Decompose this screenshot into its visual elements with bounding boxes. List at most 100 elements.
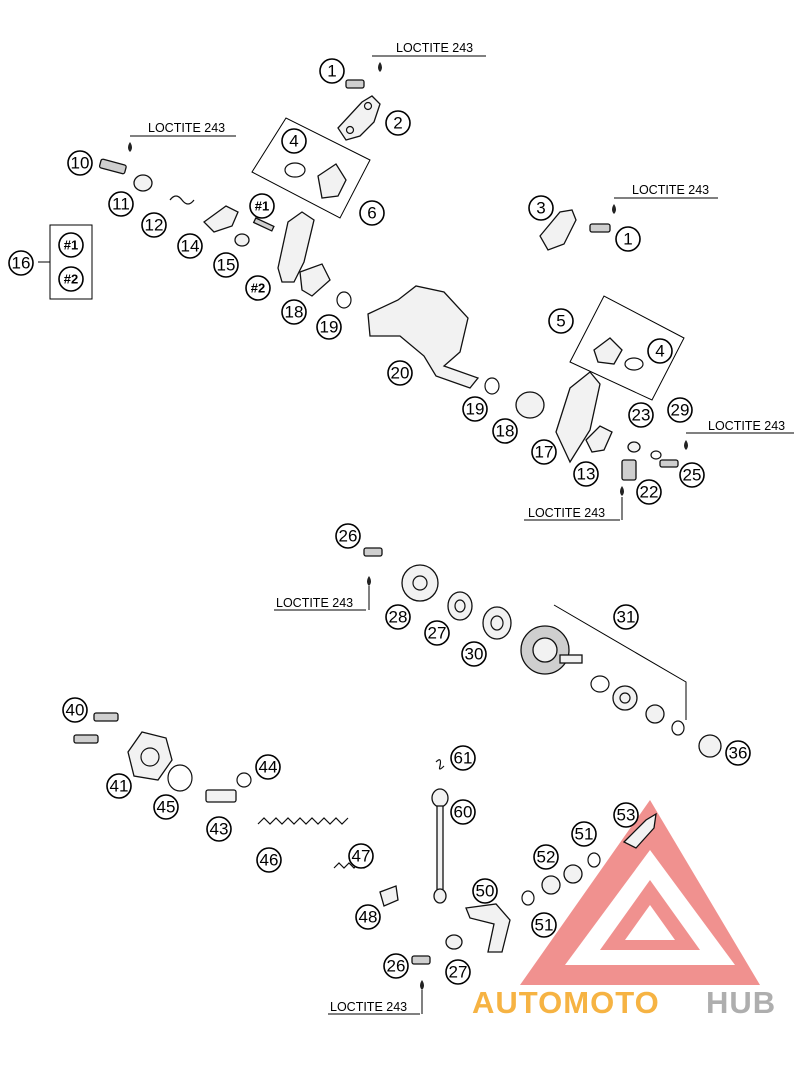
callout-28: 27 — [424, 620, 450, 646]
loctite-drop-icon — [612, 204, 616, 214]
svg-text:46: 46 — [260, 851, 279, 870]
shaft-part-31 — [559, 654, 583, 664]
callout-60: 60 — [450, 799, 476, 825]
svg-text:4: 4 — [655, 342, 664, 361]
rod-part-60 — [436, 805, 444, 891]
piston-part-5 — [593, 337, 623, 365]
pin-part-1-small — [252, 217, 275, 232]
loctite-label: LOCTITE 243 — [276, 596, 353, 610]
svg-text:3: 3 — [536, 199, 545, 218]
loctite-label: LOCTITE 243 — [330, 1000, 407, 1014]
callout-18: 18 — [281, 299, 307, 325]
o-ring-part-4-right — [624, 357, 644, 371]
callout-26: 27 — [445, 959, 471, 985]
callout-bubbles: 1 2 4 6 10 11 12 14 15 #1 #2 #1 #2 16 18… — [8, 58, 751, 985]
loctite-drop-icon — [128, 142, 132, 152]
svg-text:61: 61 — [454, 749, 473, 768]
watermark-automoto: AUTOMOTO — [472, 985, 660, 1020]
o-ring-part-19 — [336, 291, 352, 309]
callout-2: 2 — [385, 110, 411, 136]
svg-text:6: 6 — [367, 204, 376, 223]
svg-text:51: 51 — [575, 825, 594, 844]
callout-29: 29 — [667, 397, 693, 423]
piston-part-6 — [317, 163, 347, 199]
callout-43: 43 — [206, 816, 232, 842]
callout-10: 10 — [67, 150, 93, 176]
lever-part-2-small — [277, 211, 315, 283]
callout-12: 12 — [141, 212, 167, 238]
svg-text:28: 28 — [389, 608, 408, 627]
callout-25: 26 — [335, 523, 361, 549]
spring-part-12 — [169, 195, 195, 205]
svg-text:11: 11 — [112, 195, 130, 214]
o-ring-part-19-right — [484, 377, 500, 395]
svg-text:60: 60 — [454, 803, 473, 822]
callout-36: 36 — [725, 740, 751, 766]
callout-15: 15 — [213, 252, 239, 278]
callout-52: 52 — [533, 844, 559, 870]
svg-text:26: 26 — [387, 957, 406, 976]
loctite-drop-icon — [378, 62, 382, 72]
watermark-logo — [520, 800, 760, 985]
svg-text:30: 30 — [465, 645, 484, 664]
shaft-part-53 — [622, 812, 657, 849]
callout-44: 44 — [255, 754, 281, 780]
svg-text:29: 29 — [671, 401, 690, 420]
screw-part-1 — [345, 79, 365, 89]
loctite-drop-icon — [367, 576, 371, 586]
loctite-drop-icon — [420, 980, 424, 990]
screw-part-1-right — [589, 223, 611, 233]
callout-45: 45 — [153, 794, 179, 820]
callout-3: 3 — [528, 195, 554, 221]
washer-part-51-b — [587, 852, 601, 868]
bracket-31 — [553, 604, 687, 720]
callout-6: 6 — [359, 200, 385, 226]
svg-text:10: 10 — [71, 154, 90, 173]
callout-13: 13 — [573, 461, 599, 487]
svg-text:41: 41 — [110, 777, 129, 796]
screw-part-40-b — [73, 734, 99, 744]
loctite-label: LOCTITE 243 — [708, 419, 785, 433]
svg-text:19: 19 — [320, 318, 339, 337]
lever-part-17 — [555, 371, 601, 464]
svg-text:51: 51 — [535, 916, 554, 935]
svg-text:16: 16 — [12, 254, 31, 273]
loctite-label: LOCTITE 243 — [396, 41, 473, 55]
plate-part-13 — [585, 425, 613, 453]
clip-part-61 — [435, 759, 445, 770]
svg-text:14: 14 — [181, 237, 200, 256]
lever-part-50 — [465, 903, 511, 953]
callout-41: 41 — [106, 773, 132, 799]
svg-text:48: 48 — [359, 908, 378, 927]
callout-40: 40 — [62, 697, 88, 723]
callout-19-right: 19 — [462, 396, 488, 422]
rod-end-part-60 — [431, 788, 449, 808]
leader-lines — [130, 55, 794, 1015]
svg-text:40: 40 — [66, 701, 85, 720]
spring-part-46 — [257, 817, 349, 825]
callout-box16-lever-2: #2 — [58, 266, 84, 292]
callout-22: 23 — [628, 402, 654, 428]
callout-19: 19 — [316, 314, 342, 340]
callout-lever-2: #2 — [245, 275, 271, 301]
svg-text:4: 4 — [289, 132, 298, 151]
svg-text:25: 25 — [683, 466, 702, 485]
callout-51-top: 51 — [571, 821, 597, 847]
bearing-part-36 — [698, 734, 722, 758]
bushing-part-18 — [299, 263, 331, 297]
callout-11: 11 — [108, 191, 134, 217]
bracket-part-2 — [337, 95, 381, 141]
plate-part-14 — [203, 205, 239, 233]
svg-text:43: 43 — [210, 820, 229, 839]
screw-part-25-bottom — [411, 955, 431, 965]
bushing-part-11 — [133, 174, 153, 192]
callout-17: 17 — [531, 439, 557, 465]
callout-20: 20 — [387, 360, 413, 386]
callout-30: 30 — [461, 641, 487, 667]
kit-box-5 — [569, 295, 685, 401]
washer-part-22 — [627, 441, 641, 453]
svg-text:5: 5 — [556, 312, 565, 331]
callout-53: 53 — [613, 802, 639, 828]
bracket-part-3 — [539, 209, 577, 251]
